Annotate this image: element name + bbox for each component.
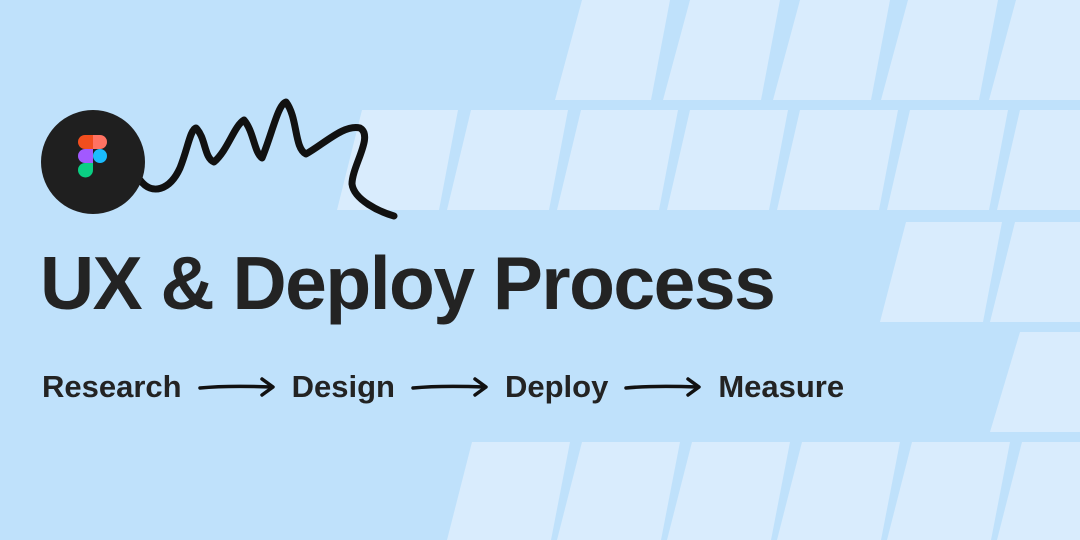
- step-design: Design: [291, 369, 395, 404]
- right-arrow-icon: [197, 377, 275, 397]
- step-research: Research: [42, 369, 182, 404]
- figma-logo-icon: [78, 135, 107, 178]
- step-measure: Measure: [718, 369, 845, 404]
- figma-logo-badge: [41, 110, 145, 214]
- page-title: UX & Deploy Process: [40, 241, 776, 325]
- process-steps: Research Design Deploy Measure: [42, 365, 844, 409]
- step-deploy: Deploy: [504, 369, 609, 404]
- right-arrow-icon: [411, 377, 488, 397]
- right-arrow-icon: [624, 377, 702, 397]
